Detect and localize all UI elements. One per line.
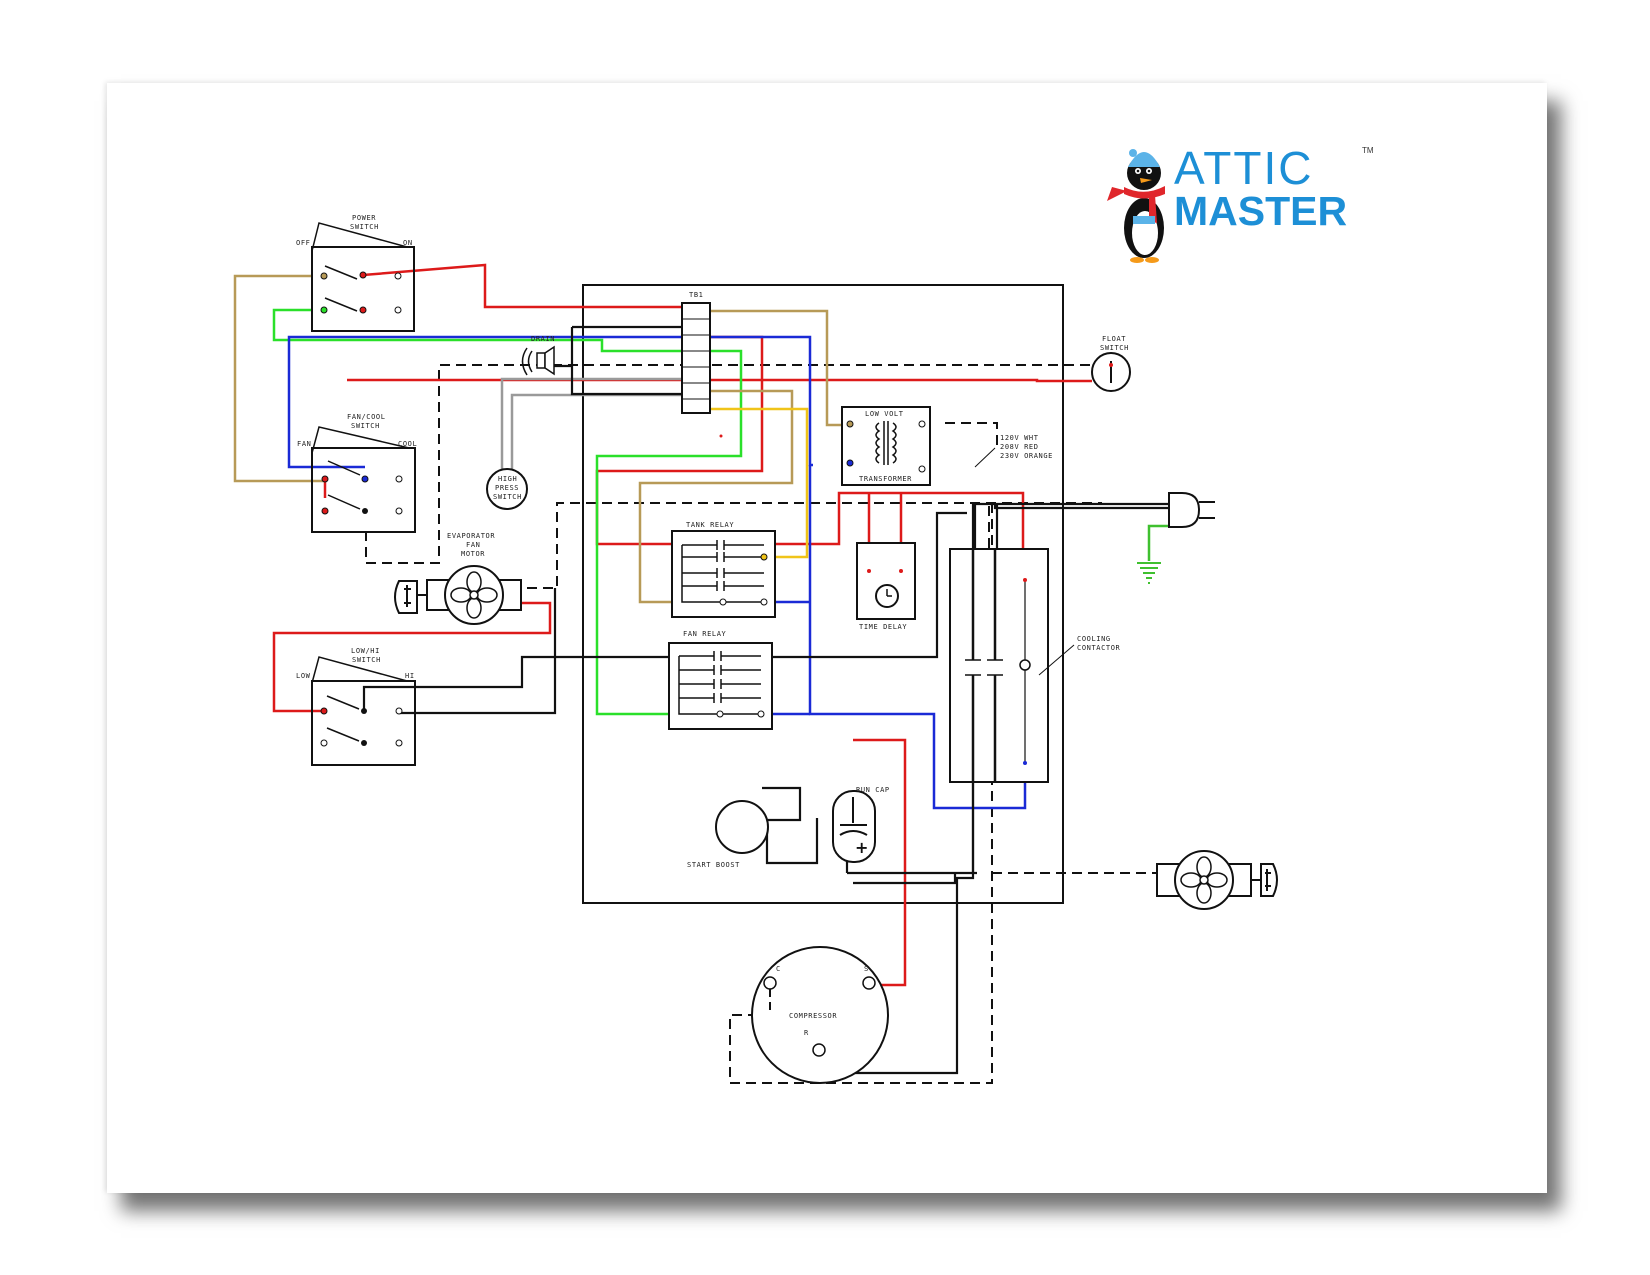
evaporator-fan-motor: EVAPORATOR FAN MOTOR bbox=[394, 532, 522, 625]
drain-label: DRAIN bbox=[531, 335, 555, 343]
compressor-label: COMPRESSOR bbox=[789, 1012, 837, 1020]
evap-fan-label-1: EVAPORATOR bbox=[447, 532, 495, 540]
fan-relay: FAN RELAY bbox=[668, 630, 773, 730]
voltage-note-1: 120V WHT bbox=[1000, 434, 1039, 442]
hi-label: HI bbox=[405, 672, 415, 680]
logo-line2: MASTER bbox=[1174, 188, 1347, 234]
wiring-diagram: ATTIC MASTER TM bbox=[233, 142, 1374, 1084]
compressor-r-label: R bbox=[804, 1029, 809, 1037]
attic-master-logo: ATTIC MASTER TM bbox=[1107, 142, 1374, 263]
compressor-c-label: C bbox=[776, 965, 781, 973]
low-hi-label-1: LOW/HI bbox=[351, 647, 380, 655]
ground-icon bbox=[1137, 562, 1161, 584]
fan-cool-label-2: SWITCH bbox=[351, 422, 380, 430]
terminal-block-tb1: TB1 bbox=[681, 291, 711, 414]
fan-cool-switch[interactable]: FAN/COOL SWITCH FAN COOL bbox=[297, 413, 417, 533]
time-delay: TIME DELAY bbox=[856, 542, 916, 631]
float-switch-label-1: FLOAT bbox=[1102, 335, 1126, 343]
start-boost: START BOOST bbox=[687, 800, 769, 869]
power-switch-label-2: SWITCH bbox=[350, 223, 379, 231]
run-cap-plus: + bbox=[855, 838, 868, 857]
run-cap-label: RUN CAP bbox=[856, 786, 890, 794]
logo-tm: TM bbox=[1362, 146, 1374, 155]
power-on-label: ON bbox=[403, 239, 413, 247]
black-wires bbox=[362, 325, 1169, 1075]
float-switch-label-2: SWITCH bbox=[1100, 344, 1129, 352]
dashed-wires bbox=[365, 364, 1167, 1084]
power-off-label: OFF bbox=[296, 239, 310, 247]
colored-wires bbox=[233, 263, 1169, 987]
high-press-label-3: SWITCH bbox=[493, 493, 522, 501]
low-label: LOW bbox=[296, 672, 311, 680]
fan-cool-label-1: FAN/COOL bbox=[347, 413, 386, 421]
run-capacitor: RUN CAP + bbox=[832, 786, 890, 863]
cooling-contactor: COOLING CONTACTOR bbox=[949, 548, 1121, 783]
cooling-contactor-label-2: CONTACTOR bbox=[1077, 644, 1121, 652]
condenser-fan-motor bbox=[1156, 850, 1278, 910]
evap-fan-label-3: MOTOR bbox=[461, 550, 485, 558]
penguin-icon bbox=[1107, 149, 1165, 263]
fan-icon bbox=[450, 571, 498, 619]
fan-label: FAN bbox=[297, 440, 311, 448]
power-plug bbox=[1168, 492, 1215, 528]
cooling-contactor-label-1: COOLING bbox=[1077, 635, 1111, 643]
compressor: COMPRESSOR C S R bbox=[751, 946, 889, 1084]
tank-relay-label: TANK RELAY bbox=[686, 521, 734, 529]
voltage-note-2: 208V RED bbox=[1000, 443, 1039, 451]
low-hi-switch[interactable]: LOW/HI SWITCH LOW HI bbox=[296, 647, 416, 766]
fan-relay-label: FAN RELAY bbox=[683, 630, 727, 638]
transformer-label: TRANSFORMER bbox=[859, 475, 912, 483]
tank-relay: TANK RELAY bbox=[671, 521, 776, 618]
fan-icon bbox=[1180, 856, 1228, 904]
diagram-sheet: ATTIC MASTER TM bbox=[107, 83, 1547, 1193]
logo-line1: ATTIC bbox=[1174, 142, 1313, 194]
low-volt-label: LOW VOLT bbox=[865, 410, 904, 418]
power-switch[interactable]: POWER SWITCH OFF ON bbox=[296, 214, 415, 332]
high-press-label-1: HIGH bbox=[498, 475, 517, 483]
power-switch-label-1: POWER bbox=[352, 214, 376, 222]
drain-buzzer: DRAIN bbox=[521, 335, 555, 376]
tb1-label: TB1 bbox=[689, 291, 703, 299]
evap-fan-label-2: FAN bbox=[466, 541, 480, 549]
clock-icon bbox=[875, 584, 899, 608]
low-hi-label-2: SWITCH bbox=[352, 656, 381, 664]
float-switch: FLOAT SWITCH bbox=[1091, 335, 1131, 392]
compressor-s-label: S bbox=[864, 965, 869, 973]
voltage-note-3: 230V ORANGE bbox=[1000, 452, 1053, 460]
control-box bbox=[582, 284, 1064, 904]
high-press-switch: HIGH PRESS SWITCH bbox=[486, 468, 528, 510]
low-volt-transformer: LOW VOLT TRANSFORMER bbox=[841, 406, 931, 486]
high-press-label-2: PRESS bbox=[495, 484, 519, 492]
voltage-notes: 120V WHT 208V RED 230V ORANGE bbox=[974, 434, 1053, 468]
cool-label: COOL bbox=[398, 440, 417, 448]
marker-dot bbox=[719, 434, 723, 438]
time-delay-label: TIME DELAY bbox=[859, 623, 907, 631]
start-boost-label: START BOOST bbox=[687, 861, 740, 869]
